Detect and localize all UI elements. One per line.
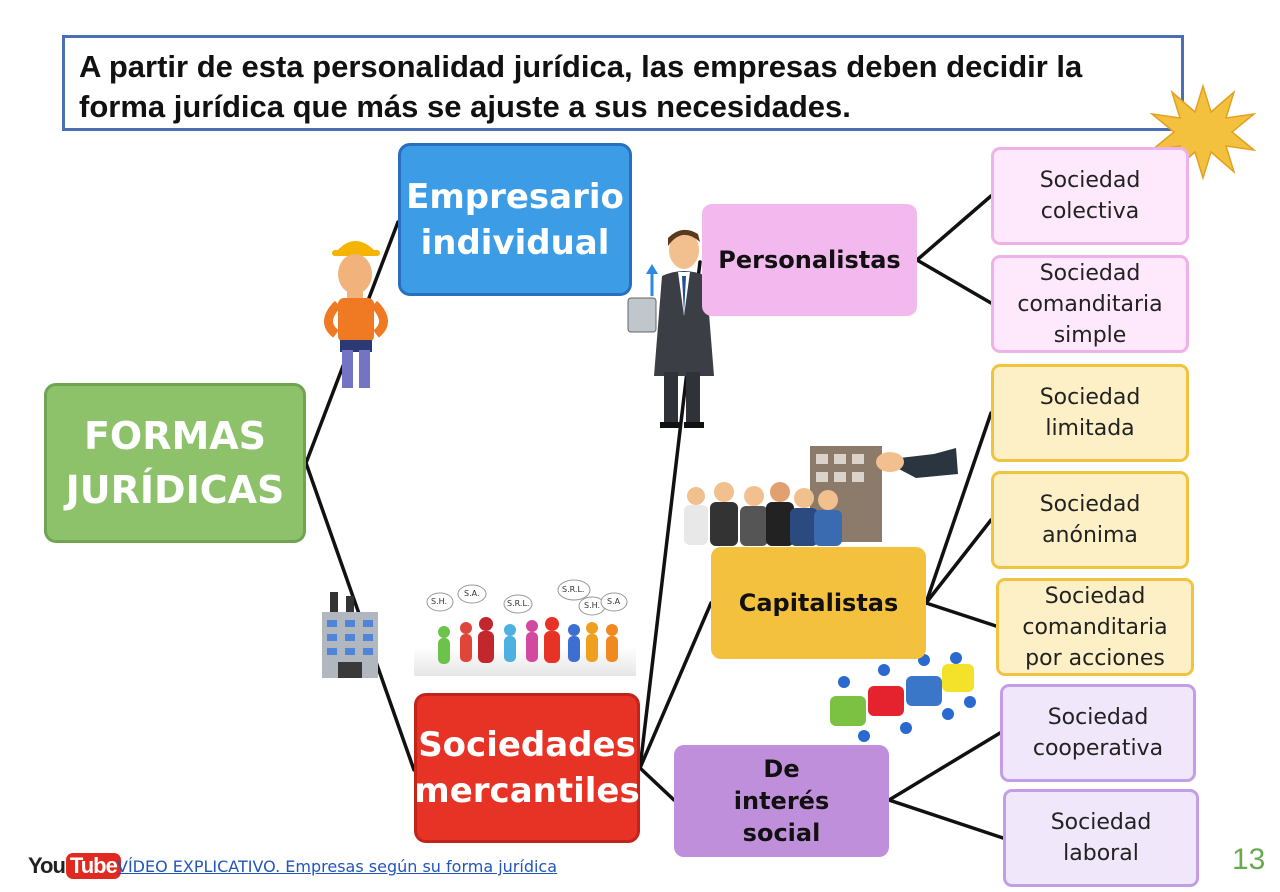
puzzle-illustration [830,652,976,742]
leaf-sociedad-limitada: Sociedad limitada [991,364,1189,462]
businesspeople-illustration [684,446,958,546]
leaf-sociedad-anonima: Sociedad anónima [991,471,1189,569]
youtube-logo-you: You [28,853,66,878]
bubble-label: S.H. [431,597,448,606]
leaf-sociedad-cooperativa: Sociedad cooperativa [1000,684,1196,782]
youtube-logo-tube: Tube [65,853,121,879]
page-number: 13 [1232,843,1266,876]
bubble-label: S.R.L. [507,599,530,608]
bubble-label: S.A [607,597,621,606]
bubble-label: S.H. [584,601,601,610]
bubble-label: S.A. [464,589,480,598]
root-formas-juridicas: FORMAS JURÍDICAS [44,383,306,543]
slide-title: A partir de esta personalidad jurídica, … [62,35,1184,131]
leaf-sociedad-colectiva: Sociedad colectiva [991,147,1189,245]
worker-illustration [324,241,388,388]
video-link[interactable]: VÍDEO EXPLICATIVO. Empresas según su for… [117,857,558,876]
youtube-logo[interactable]: You Tube [28,853,121,879]
group-personalistas: Personalistas [702,204,917,316]
leaf-sociedad-comanditaria-simple: Sociedad comanditaria simple [991,255,1189,353]
group-interes-social: De interés social [674,745,889,857]
businessman-illustration [627,229,740,428]
factory-illustration [322,592,378,678]
leaf-sociedad-laboral: Sociedad laboral [1003,789,1199,887]
branch-empresario-individual: Empresario individual [398,143,632,296]
group-capitalistas: Capitalistas [711,547,926,659]
bubble-label: S.R.L. [562,585,585,594]
leaf-sociedad-comanditaria-acciones: Sociedad comanditaria por acciones [996,578,1194,676]
branch-sociedades-mercantiles: Sociedades mercantiles [414,693,640,843]
speech-bubbles-illustration: S.H. S.A. S.R.L. S.R.L. S.H. S.A [414,578,636,676]
